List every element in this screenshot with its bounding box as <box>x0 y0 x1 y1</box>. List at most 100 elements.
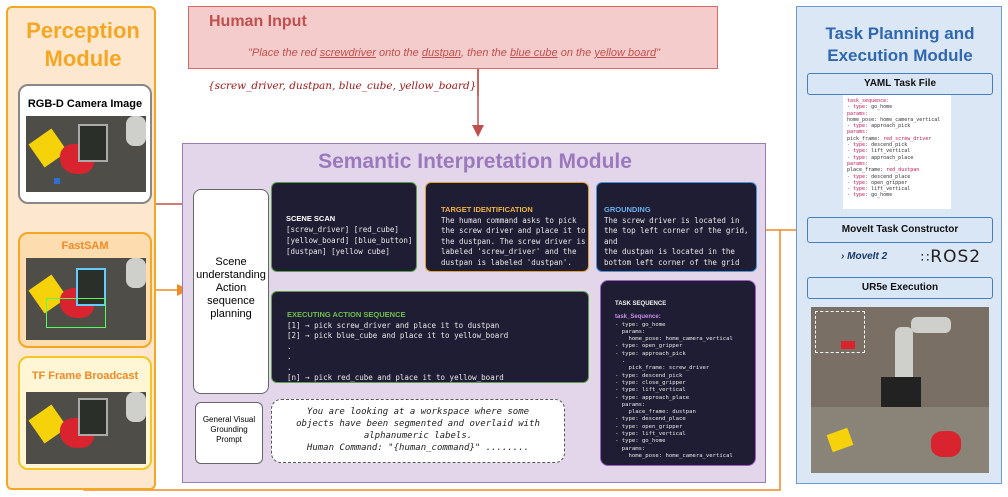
robot-photo <box>811 307 989 473</box>
planning-title: Task Planning and Execution Module <box>797 23 1003 67</box>
target-line: The human command asks to pick <box>441 215 577 225</box>
task-sequence-line: - type: close_gripper <box>615 379 686 386</box>
scene-scan-header: SCENE SCAN <box>286 214 336 223</box>
fastsam-card: FastSAM <box>18 232 152 348</box>
command-part: , then the <box>461 47 510 59</box>
command-part: "Place the red <box>247 47 320 59</box>
task-sequence-line: - type: lift_vertical <box>615 387 686 394</box>
task-sequence-line: - type: descend_pick <box>615 372 683 379</box>
perception-title-line1: Perception <box>26 18 140 43</box>
yaml-line: - type: approach_place <box>847 154 914 161</box>
command-object-screwdriver: screwdriver <box>319 47 376 59</box>
grounding-line: the dustpan is located in the <box>604 247 735 256</box>
yaml-line: home_pose: home_camera_vertical <box>847 116 941 123</box>
general-visual-grounding-prompt-box: General Visual Grounding Prompt <box>195 402 263 464</box>
moveit-chevron-icon: › <box>841 251 845 262</box>
task-sequence-line: - type: go_home <box>615 321 666 328</box>
prompt-line: You are looking at a workspace where som… <box>306 407 530 417</box>
executing-line: . <box>287 341 292 351</box>
executing-header: EXECUTING ACTION SEQUENCE <box>287 310 406 319</box>
prompt-line: objects have been segmented and overlaid… <box>296 419 540 429</box>
yaml-line: - type: descend_place <box>847 173 911 180</box>
executing-line: . <box>287 362 292 372</box>
planning-title-line1: Task Planning and <box>825 24 975 43</box>
grounding-panel: GROUNDING The screw driver is located in… <box>596 182 757 272</box>
yaml-line: params: <box>847 129 869 136</box>
task-planning-execution-module: Task Planning and Execution Module YAML … <box>796 6 1002 484</box>
task-sequence-header: TASK SEQUENCE <box>615 301 667 307</box>
yaml-line: task_sequence: <box>847 98 890 104</box>
grounding-line: bottom left corner of the grid <box>604 257 740 267</box>
target-line: dustpan is labeled 'dustpan'. <box>441 257 572 267</box>
rgbd-camera-image <box>26 116 146 192</box>
ros2-logo-text: ROS2 <box>930 247 982 267</box>
task-sequence-line: - type: open_gripper <box>615 343 683 350</box>
prompt-line: alphanumeric labels. <box>363 431 473 441</box>
human-command-text: "Place the red screwdriver onto the dust… <box>189 47 719 59</box>
yaml-line: - type: go_home <box>847 192 893 199</box>
task-sequence-line: home_pose: home_camera_vertical <box>615 452 733 459</box>
moveit-logo: › MoveIt 2 <box>841 251 887 262</box>
semantic-title: Semantic Interpretation Module <box>318 150 632 173</box>
task-sequence-lines: - type: go_home params: home_pose: home_… <box>615 322 755 461</box>
scan-line: [dustpan] [yellow cube] <box>286 247 390 256</box>
grounding-line: the top left corner of the grid, <box>604 226 749 235</box>
task-sequence-line: params: <box>615 445 646 452</box>
scene-box-line: planning <box>210 308 252 320</box>
scan-line: [yellow_board] [blue_button] <box>286 236 413 245</box>
grounding-line: and <box>604 236 618 246</box>
scene-understanding-box: Scene understanding Action sequence plan… <box>193 189 269 394</box>
scene-box-line: understanding <box>196 269 266 281</box>
yaml-line: place_frame: red_dustpan <box>847 167 920 174</box>
task-sequence-line: . <box>615 358 626 365</box>
scene-scan-panel: SCENE SCAN [screw_driver] [red_cube] [ye… <box>271 182 417 272</box>
task-sequence-line: pick_frame: screw_driver <box>615 365 710 372</box>
task-sequence-subheader: task_Sequence: <box>615 314 661 321</box>
moveit-task-constructor-header: MoveIt Task Constructor <box>807 217 993 243</box>
moveit-logo-text: MoveIt 2 <box>847 251 888 262</box>
yaml-line: - type: lift_vertical <box>847 186 911 193</box>
tf-label: TF Frame Broadcast <box>31 370 139 382</box>
ros2-logo: ∷ROS2 <box>921 247 981 267</box>
yaml-line: - type: approach_pick <box>847 123 911 130</box>
yaml-line: params: <box>847 160 869 167</box>
fastsam-label: FastSAM <box>61 240 109 252</box>
yaml-line: - type: go_home <box>847 104 893 111</box>
task-sequence-line: home_pose: home_camera_vertical <box>615 336 733 343</box>
grounding-header: GROUNDING <box>604 205 651 214</box>
task-sequence-line: - type: go_home <box>615 438 666 445</box>
command-part: on the <box>557 47 595 59</box>
target-line: labeled 'screw_driver' and the <box>441 247 577 256</box>
perception-title-line2: Module <box>44 46 122 71</box>
perception-module: Perception Module RGB-D Camera Image Fas… <box>6 6 156 490</box>
executing-action-sequence-panel: EXECUTING ACTION SEQUENCE [1] → pick scr… <box>271 291 589 383</box>
gvgp-line: General Visual <box>202 415 256 424</box>
gvgp-line: Grounding <box>210 425 248 434</box>
scene-box-line: Action <box>215 282 247 294</box>
tf-frame-card: TF Frame Broadcast <box>18 356 152 470</box>
grounding-line: The screw driver is located in <box>604 215 740 225</box>
command-object-yellow-board: yellow board <box>594 47 657 59</box>
executing-line: [n] → pick red_cube and place it to yell… <box>287 373 504 382</box>
task-sequence-line: - type: approach_place <box>615 394 690 401</box>
human-input-box: Human Input "Place the red screwdriver o… <box>188 6 718 69</box>
yaml-line: - type: descend_pick <box>847 142 908 149</box>
human-input-title: Human Input <box>209 13 307 30</box>
task-sequence-line: params: <box>615 401 646 408</box>
executing-line: [2] → pick blue_cube and place it to yel… <box>287 331 509 340</box>
command-object-dustpan: dustpan <box>421 47 461 59</box>
scan-line: [screw_driver] [red_cube] <box>286 225 399 234</box>
command-part: onto the <box>375 47 422 59</box>
fastsam-segmented-image <box>26 258 146 340</box>
executing-line: . <box>287 352 292 361</box>
task-sequence-line: place_frame: dustpan <box>615 409 696 416</box>
target-line: the screw driver and place it to <box>441 226 586 235</box>
target-identification-panel: TARGET IDENTIFICATION The human command … <box>425 182 589 272</box>
target-header: TARGET IDENTIFICATION <box>441 205 533 214</box>
task-sequence-line: - type: open_gripper <box>615 423 683 430</box>
executing-line: [1] → pick screw_driver and place it to … <box>287 320 500 330</box>
ur5e-execution-header: UR5e Execution <box>807 277 993 299</box>
visual-grounding-prompt-text: You are looking at a workspace where som… <box>271 399 565 463</box>
